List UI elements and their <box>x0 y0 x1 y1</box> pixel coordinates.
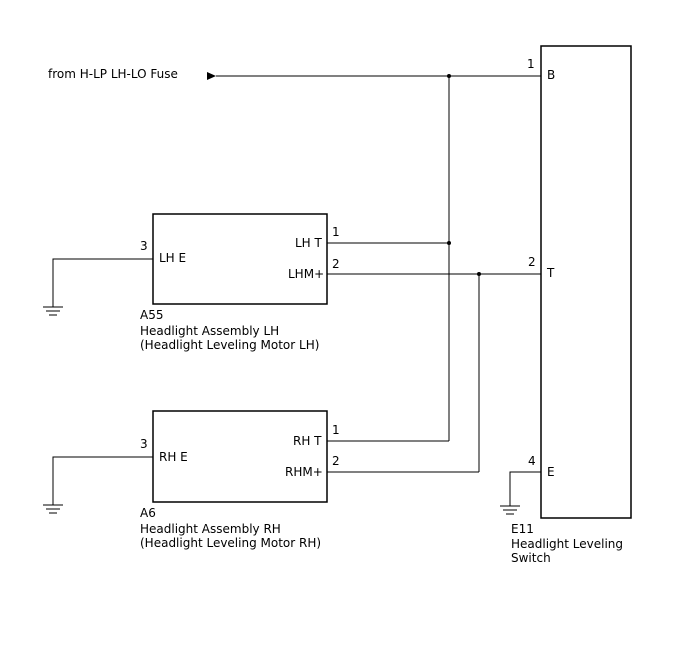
switch-pin-b-label: B <box>547 68 555 82</box>
switch-pin-t-label: T <box>546 266 555 280</box>
switch-pin1-number: 1 <box>527 57 535 71</box>
ground-icon <box>500 505 520 515</box>
lh-e-label: LH E <box>159 251 186 265</box>
wire-switch-ground <box>509 471 541 506</box>
lh-code: A55 <box>140 308 163 322</box>
lh-pin3-number: 3 <box>140 239 148 253</box>
switch-pin2-number: 2 <box>528 255 536 269</box>
lh-name-line1: Headlight Assembly LH <box>140 324 279 338</box>
lhm-plus-label: LHM+ <box>288 267 324 281</box>
lh-pin1-number: 1 <box>332 225 340 239</box>
switch-pin-e-label: E <box>547 465 555 479</box>
rh-pin1-number: 1 <box>332 423 340 437</box>
switch-box <box>540 45 632 519</box>
source-label: from H-LP LH-LO Fuse <box>48 67 178 81</box>
wire-lh-ground <box>52 258 153 307</box>
rh-code: A6 <box>140 506 156 520</box>
lh-t-label: LH T <box>295 236 323 250</box>
ground-icon <box>43 504 63 514</box>
wire-rh-ground <box>52 456 153 505</box>
rh-pin3-number: 3 <box>140 437 148 451</box>
rh-pin2-number: 2 <box>332 454 340 468</box>
switch-name-line2: Switch <box>511 551 551 565</box>
junction-dot <box>447 74 451 78</box>
rh-e-label: RH E <box>159 450 188 464</box>
rh-name-line1: Headlight Assembly RH <box>140 522 281 536</box>
rh-name-line2: (Headlight Leveling Motor RH) <box>140 536 321 550</box>
rhm-plus-label: RHM+ <box>285 465 323 479</box>
rh-t-label: RH T <box>293 434 322 448</box>
lh-name-line2: (Headlight Leveling Motor LH) <box>140 338 319 352</box>
source-arrow-icon <box>207 72 216 80</box>
switch-name-line1: Headlight Leveling <box>511 537 623 551</box>
ground-icon <box>43 306 63 316</box>
switch-code: E11 <box>511 522 534 536</box>
lh-pin2-number: 2 <box>332 257 340 271</box>
switch-pin4-number: 4 <box>528 454 536 468</box>
